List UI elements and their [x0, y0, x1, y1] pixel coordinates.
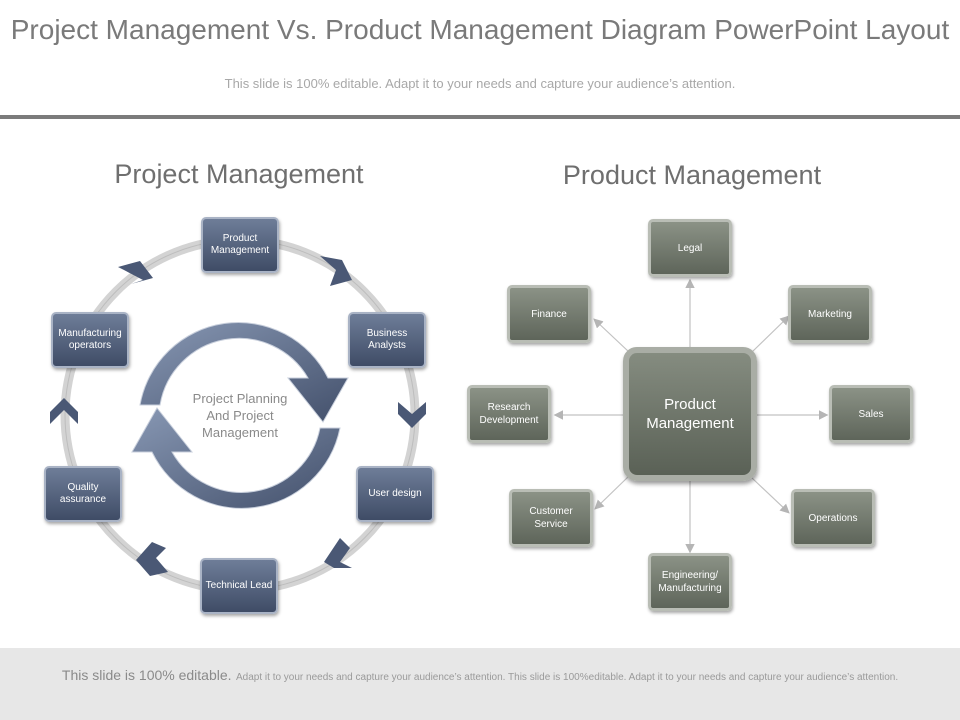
connector-finance	[593, 318, 630, 353]
product-node-engineering-manufacturing[interactable]: Engineering/ Manufacturing	[648, 553, 732, 611]
cycle-arrow-bottom	[131, 407, 341, 509]
product-node-legal[interactable]: Legal	[648, 219, 732, 277]
cycle-arrow-top	[139, 322, 349, 423]
chevron-icon	[320, 256, 352, 286]
product-management-hub[interactable]: Product Management	[623, 347, 757, 481]
connector-operations	[751, 477, 790, 514]
cycle-center-label: Project Planning And Project Management	[192, 391, 288, 440]
product-node-customer-service[interactable]: Customer Service	[509, 489, 593, 547]
connector-marketing	[751, 315, 790, 353]
product-node-sales[interactable]: Sales	[829, 385, 913, 443]
pm-node-manufacturing-operators[interactable]: Manufacturing operators	[51, 312, 129, 368]
slide-subtitle: This slide is 100% editable. Adapt it to…	[224, 76, 736, 91]
footer-body-text: Adapt it to your needs and capture your …	[236, 672, 899, 683]
chevron-icon	[50, 398, 78, 424]
connector-customer-service	[594, 475, 630, 510]
pm-node-product-management[interactable]: Product Management	[201, 217, 279, 273]
pm-node-user-design[interactable]: User design	[356, 466, 434, 522]
pm-node-quality-assurance[interactable]: Quality assurance	[44, 466, 122, 522]
chevron-icon	[398, 402, 426, 428]
project-management-heading: Project Management	[114, 159, 364, 189]
pm-node-technical-lead[interactable]: Technical Lead	[200, 558, 278, 614]
product-node-operations[interactable]: Operations	[791, 489, 875, 547]
chevron-icon	[136, 542, 168, 576]
chevron-icon	[118, 261, 153, 284]
product-node-finance[interactable]: Finance	[507, 285, 591, 343]
footer-bar: This slide is 100% editable. Adapt it to…	[0, 648, 960, 720]
product-management-heading: Product Management	[562, 160, 822, 190]
slide-title: Project Management Vs. Product Managemen…	[10, 14, 950, 45]
product-node-research-development[interactable]: Research Development	[467, 385, 551, 443]
footer-lead-text: This slide is 100% editable.	[61, 667, 232, 683]
product-node-marketing[interactable]: Marketing	[788, 285, 872, 343]
pm-node-business-analysts[interactable]: Business Analysts	[348, 312, 426, 368]
chevron-icon	[324, 538, 352, 568]
header-divider	[0, 115, 960, 119]
